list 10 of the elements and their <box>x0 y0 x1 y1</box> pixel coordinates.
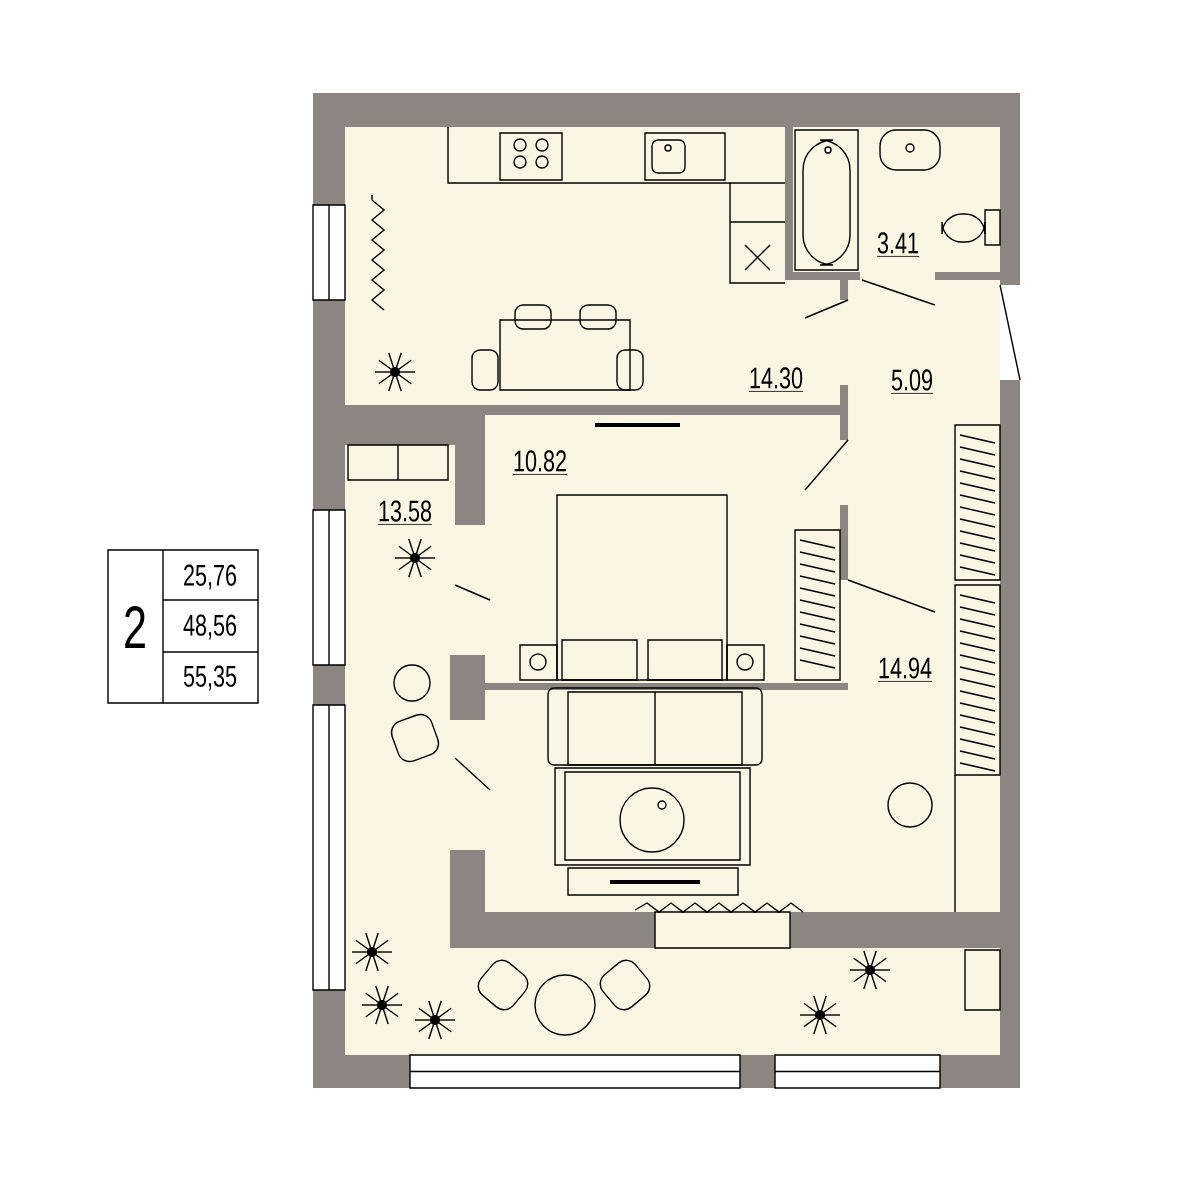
area-label: 5.09 <box>890 369 934 394</box>
area-value: 48,56 <box>183 614 237 640</box>
area-label: 3.41 <box>876 232 920 257</box>
area-label: 13.58 <box>377 500 433 525</box>
area-value: 25,76 <box>184 564 237 590</box>
area-label: 14.94 <box>877 657 933 682</box>
area-label: 14.30 <box>748 367 804 392</box>
room-count: 2 <box>125 606 145 648</box>
area-label: 10.82 <box>512 450 568 475</box>
area-value: 55,35 <box>183 665 237 691</box>
